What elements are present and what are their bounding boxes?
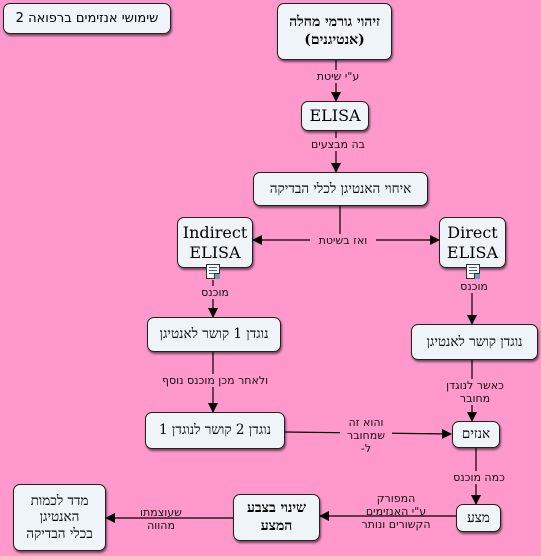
link-label-broken-by-enzyme: המפורק ע"י האנזימים הקשורים ונותר bbox=[361, 492, 431, 532]
node-antigen-binding[interactable]: איחוי האנטיגן לכלי הבדיקה bbox=[253, 172, 428, 206]
node-antibody2-binds-antibody1[interactable]: נוגדן 2 קושר לנוגדן 1 bbox=[145, 412, 285, 449]
link-label-which-connected: והוא זה שמחובר ל- bbox=[340, 416, 392, 456]
link-label-its-intensity: שעוצמתו מהווה bbox=[140, 506, 182, 533]
node-direct-elisa[interactable]: Direct ELISA bbox=[439, 217, 506, 268]
document-icon[interactable] bbox=[466, 264, 480, 279]
node-enzyme[interactable]: אנזים bbox=[452, 421, 500, 448]
link-label-inserted-amount: כמה מוכנס bbox=[451, 471, 507, 485]
link-label-two-methods: ואז בשיטת bbox=[310, 234, 376, 248]
diagram-title: שימושי אנזימים ברפואה 2 bbox=[15, 10, 159, 26]
link-label-steps: בה מבצעים bbox=[302, 138, 374, 152]
node-color-change[interactable]: שינוי בצבע המצע bbox=[233, 494, 320, 541]
link-label-inserted-right: מוכנס bbox=[449, 280, 499, 294]
link-label-then-inserted: ולאחר מכן מוכנס נוסף bbox=[153, 374, 277, 388]
link-label-when-connected: כאשר לנוגדן מחובר bbox=[428, 379, 522, 406]
link-label-via-method: ע"י שיטת bbox=[305, 70, 371, 84]
node-antibody1-binds-antigen[interactable]: נוגדן 1 קושר לאנטיגן bbox=[147, 317, 281, 352]
link-label-inserted-left: מוכנס bbox=[190, 286, 240, 300]
document-icon[interactable] bbox=[206, 264, 220, 279]
node-antigen-measure[interactable]: מדד לכמות האנטיגן בכלי הבדיקה bbox=[13, 484, 106, 551]
node-indirect-elisa[interactable]: Indirect ELISA bbox=[177, 217, 253, 268]
node-substrate[interactable]: מצע bbox=[456, 504, 501, 532]
title-box: שימושי אנזימים ברפואה 2 bbox=[3, 3, 171, 34]
node-elisa[interactable]: ELISA bbox=[301, 101, 369, 131]
node-disease-identification[interactable]: זיהוי גורמי מחלה (אנטיגנים) bbox=[277, 3, 392, 60]
node-antibody-binds-antigen[interactable]: נוגדן קושר לאנטיגן bbox=[411, 324, 538, 360]
